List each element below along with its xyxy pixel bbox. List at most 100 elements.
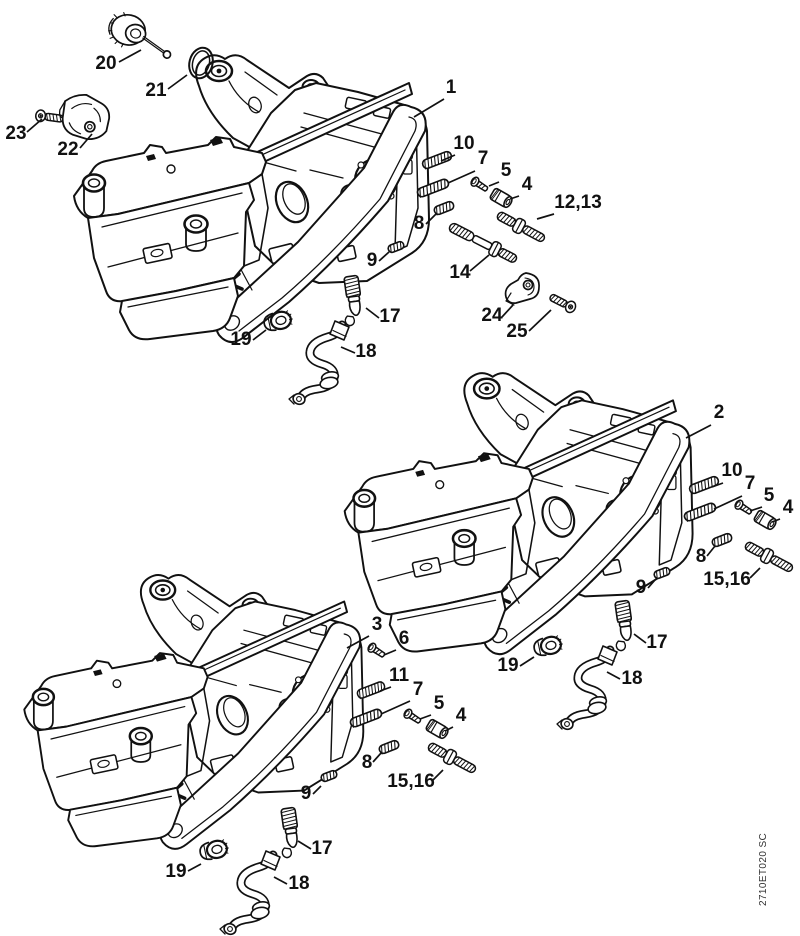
callout-label-14: 14: [449, 262, 471, 283]
callout-label-19: 19: [230, 329, 251, 350]
callout-labels-assembly-3: 3 6 11 7 5 4 8 15,16 9 17 19 18: [165, 614, 466, 894]
callout-label-3: 3: [372, 614, 383, 635]
callout-label-18: 18: [288, 873, 309, 894]
leader-line: [771, 518, 781, 523]
leader-line: [252, 329, 267, 341]
callout-label-12-13: 12,13: [554, 192, 602, 213]
leader-line: [413, 98, 445, 118]
leader-line: [340, 346, 356, 354]
motor-housing-3-drawing: [22, 573, 366, 851]
callout-labels-assembly-2: 2 10 7 5 4 8 15,16 9 17 19 18: [497, 402, 793, 689]
leader-line: [528, 309, 552, 332]
leader-line: [606, 671, 621, 680]
hose-part-18: [557, 646, 617, 731]
callout-label-8: 8: [414, 213, 425, 234]
leader-line: [509, 195, 520, 200]
callout-label-9: 9: [367, 250, 378, 271]
callout-label-6: 6: [399, 628, 410, 649]
callout-label-17: 17: [379, 306, 400, 327]
motor-housing-2-drawing: [342, 371, 695, 656]
callout-label-5: 5: [764, 485, 775, 506]
leader-line: [488, 181, 500, 187]
callout-label-19: 19: [497, 655, 518, 676]
callout-label-24: 24: [481, 305, 503, 326]
plug-part-19: [197, 837, 232, 863]
leader-line: [444, 726, 454, 732]
leader-line: [501, 304, 514, 318]
leader-line: [633, 633, 647, 644]
leader-line: [519, 656, 535, 667]
leader-line: [419, 714, 432, 720]
leader-line: [167, 74, 188, 90]
callout-label-7: 7: [478, 148, 489, 169]
leader-line: [346, 635, 370, 649]
collar-screw-part-12-13: [493, 207, 549, 247]
callout-label-7: 7: [413, 679, 424, 700]
screw-part-6: [365, 641, 388, 661]
nut-part-4: [424, 717, 451, 741]
callout-label-4: 4: [456, 705, 467, 726]
callout-label-8: 8: [696, 546, 707, 567]
hose-part-18: [220, 851, 280, 936]
leader-line: [425, 213, 437, 225]
leader-line: [297, 840, 312, 850]
leader-line: [372, 751, 383, 763]
callout-label-25: 25: [506, 321, 528, 342]
callout-label-9: 9: [636, 577, 647, 598]
leader-lines-assembly-3: [187, 635, 454, 885]
leader-line: [706, 545, 716, 557]
callout-label-11: 11: [389, 665, 410, 686]
stud-part-8: [432, 199, 456, 217]
leader-line: [383, 649, 397, 656]
valve-part-17: [609, 599, 637, 652]
callout-label-7: 7: [745, 473, 756, 494]
leader-line: [187, 863, 202, 872]
leader-line: [273, 876, 288, 885]
cap-part-20: [104, 9, 178, 60]
callout-label-4: 4: [522, 174, 533, 195]
callout-label-5: 5: [501, 160, 512, 181]
callout-label-9: 9: [301, 783, 312, 804]
leader-lines-assembly-1: [26, 49, 555, 354]
callout-label-15-16: 15,16: [387, 771, 435, 792]
callout-label-8: 8: [362, 752, 373, 773]
callout-label-1: 1: [446, 77, 457, 98]
leader-line: [447, 170, 476, 184]
callout-labels-assembly-1: 20 21 23 22 1 10 7 5 4 12,13 8 9 14 24 2…: [5, 53, 601, 362]
leader-line: [432, 769, 444, 781]
callout-label-23: 23: [5, 123, 26, 144]
leader-line: [378, 251, 390, 262]
callout-label-18: 18: [355, 341, 376, 362]
leader-line: [26, 118, 43, 133]
screw-part-5: [401, 707, 424, 727]
drawing-code: 2710ET020 SC: [758, 833, 769, 906]
callout-label-22: 22: [57, 139, 78, 160]
leader-line: [118, 49, 142, 63]
leader-line: [365, 307, 380, 319]
callout-label-4: 4: [783, 497, 794, 518]
callout-label-17: 17: [311, 838, 332, 859]
leader-line: [647, 579, 656, 589]
callout-label-10: 10: [453, 133, 474, 154]
leader-line: [685, 424, 712, 439]
hose-part-18: [289, 321, 349, 406]
callout-label-2: 2: [714, 402, 725, 423]
leader-line: [469, 254, 490, 272]
plug-part-19: [531, 633, 566, 659]
leader-line: [312, 785, 322, 795]
leader-line: [379, 686, 392, 692]
leader-lines-assembly-2: [519, 424, 781, 680]
callout-label-10: 10: [721, 460, 742, 481]
valve-part-17: [275, 806, 303, 859]
screw-part-5: [732, 498, 755, 518]
leader-line: [536, 213, 555, 220]
callout-label-17: 17: [646, 632, 667, 653]
callout-label-20: 20: [95, 53, 116, 74]
screw-part-5: [468, 175, 491, 195]
leader-line: [749, 567, 761, 579]
callout-label-19: 19: [165, 861, 186, 882]
stud-part-10: [687, 474, 721, 496]
leader-line: [79, 133, 93, 149]
